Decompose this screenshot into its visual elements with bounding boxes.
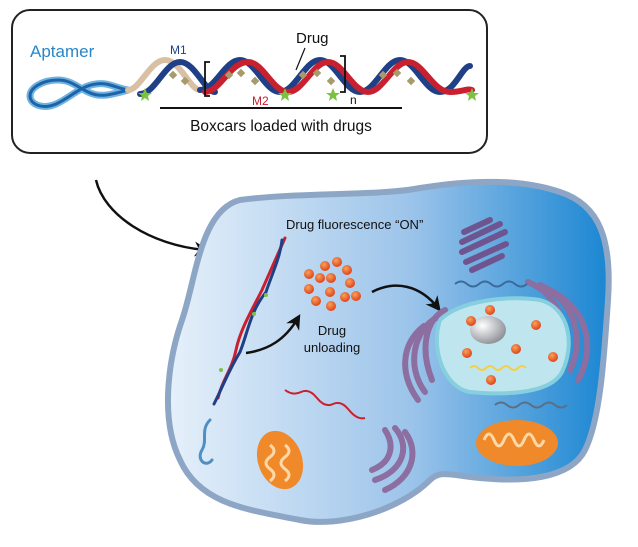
star-icon bbox=[252, 312, 256, 316]
nuclear-drugs bbox=[462, 305, 558, 385]
star-icon bbox=[219, 368, 223, 372]
star-icon bbox=[326, 88, 340, 101]
mitochondrion-right bbox=[476, 420, 558, 466]
dna-strand-small-3 bbox=[494, 401, 568, 409]
fluorescence-label: Drug fluorescence “ON” bbox=[286, 217, 423, 232]
drug-cluster bbox=[304, 257, 361, 311]
entry-arrow bbox=[94, 179, 210, 257]
cell: Drug fluorescence “ON” Drug unloading bbox=[165, 178, 612, 525]
drug-label: Drug bbox=[296, 30, 329, 47]
top-panel: Aptamer bbox=[11, 9, 488, 154]
panel-frame bbox=[11, 9, 488, 154]
fluorophore-stars bbox=[138, 88, 479, 101]
aptamer-icon bbox=[26, 76, 132, 110]
star-icon bbox=[278, 88, 292, 101]
dna-strand-small-2 bbox=[284, 389, 366, 420]
nucleus-arrow bbox=[371, 284, 441, 312]
bracket-left bbox=[204, 61, 210, 97]
unloading-arrow bbox=[245, 314, 301, 355]
panel-caption: Boxcars loaded with drugs bbox=[190, 118, 372, 135]
golgi-bottom bbox=[369, 425, 416, 493]
chromatin bbox=[469, 365, 527, 371]
m2-label: M2 bbox=[252, 94, 269, 108]
nucleolus bbox=[470, 316, 506, 344]
dna-strand-small-1 bbox=[454, 280, 528, 288]
mitochondrion-left bbox=[256, 430, 304, 490]
golgi-top bbox=[459, 217, 509, 273]
nucleus bbox=[434, 296, 571, 396]
star-icon bbox=[138, 88, 152, 101]
repeat-n-label: n bbox=[350, 93, 357, 107]
aptamer-label: Aptamer bbox=[30, 42, 95, 61]
bracket-right bbox=[340, 55, 346, 93]
star-icon bbox=[264, 293, 268, 297]
unloading-label-2: unloading bbox=[304, 340, 360, 355]
m1-label: M1 bbox=[170, 43, 187, 57]
unloading-label-1: Drug bbox=[318, 323, 346, 338]
drug-pointer-line bbox=[295, 47, 306, 71]
star-icon bbox=[465, 88, 479, 101]
dna-strand-in-cell bbox=[198, 236, 287, 465]
